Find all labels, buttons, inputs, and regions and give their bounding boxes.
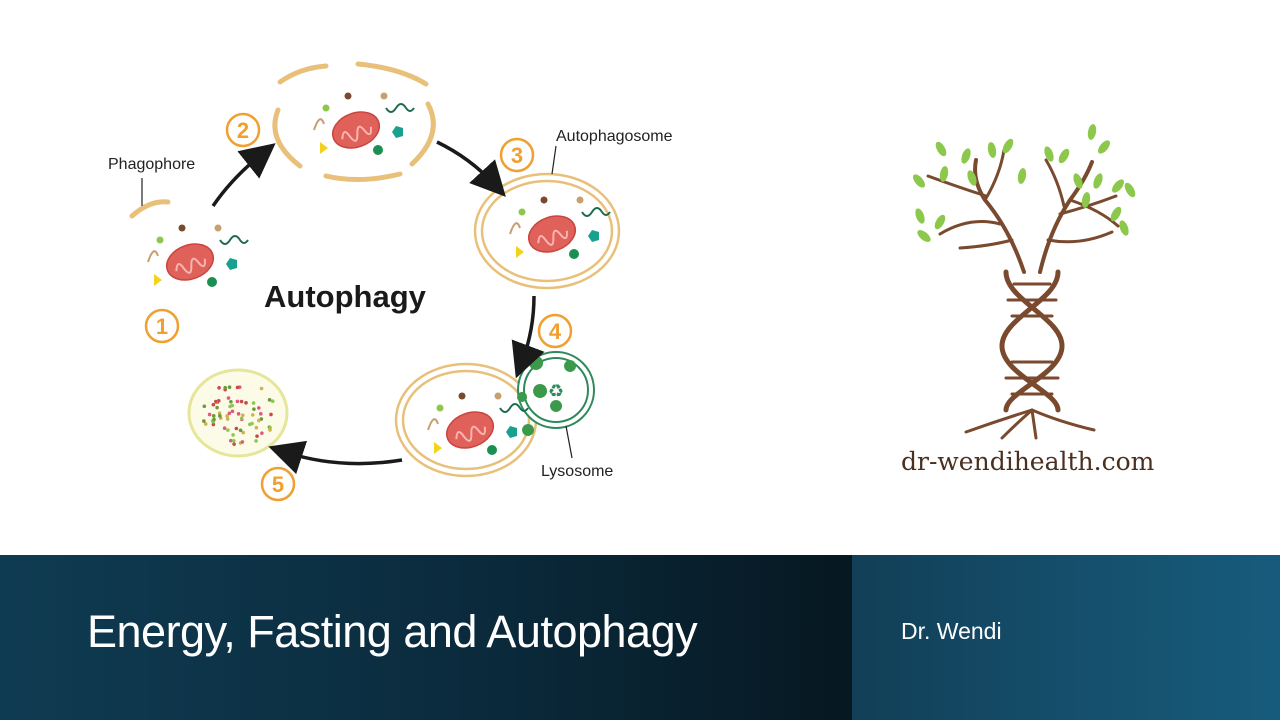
step-3-autophagosome: [473, 145, 621, 290]
step-4-lysosome-fusion: ♻: [394, 351, 595, 478]
step-1-phagophore: [129, 178, 249, 288]
footer-author-band: [852, 555, 1280, 720]
phagophore-label: Phagophore: [108, 156, 195, 173]
step-number-5: 5: [260, 466, 296, 502]
step-number-1: 1: [144, 308, 180, 344]
step-number-2: 2: [225, 112, 261, 148]
step-5-degraded-contents: [187, 368, 289, 458]
tree-leaves: [913, 124, 1136, 242]
svg-text:♻: ♻: [548, 381, 564, 402]
footer-title-band: [0, 555, 852, 720]
autophagy-diagram: ♻ 1 2 3 4: [108, 61, 1155, 502]
step-number-3: 3: [499, 137, 535, 173]
step-number-4: 4: [537, 313, 573, 349]
diagram-center-label: Autophagy: [264, 279, 427, 314]
lysosome-label: Lysosome: [541, 463, 613, 480]
slide-title: Energy, Fasting and Autophagy: [87, 606, 698, 657]
arrow-1-to-2: [211, 143, 276, 207]
svg-text:2: 2: [237, 118, 249, 143]
svg-text:3: 3: [511, 143, 523, 168]
svg-text:5: 5: [272, 472, 284, 497]
author-name: Dr. Wendi: [901, 618, 1002, 644]
svg-text:1: 1: [156, 314, 168, 339]
step-2-expanding-membrane: [272, 61, 436, 183]
svg-text:4: 4: [549, 319, 562, 344]
autophagosome-label: Autophagosome: [556, 128, 673, 145]
arrow-3-to-4: [511, 295, 545, 379]
tree-dna-icon: [926, 148, 1120, 440]
website-label: dr-wendihealth.com: [901, 447, 1155, 476]
arrow-4-to-5: [268, 440, 403, 475]
arrow-2-to-3: [436, 140, 506, 197]
